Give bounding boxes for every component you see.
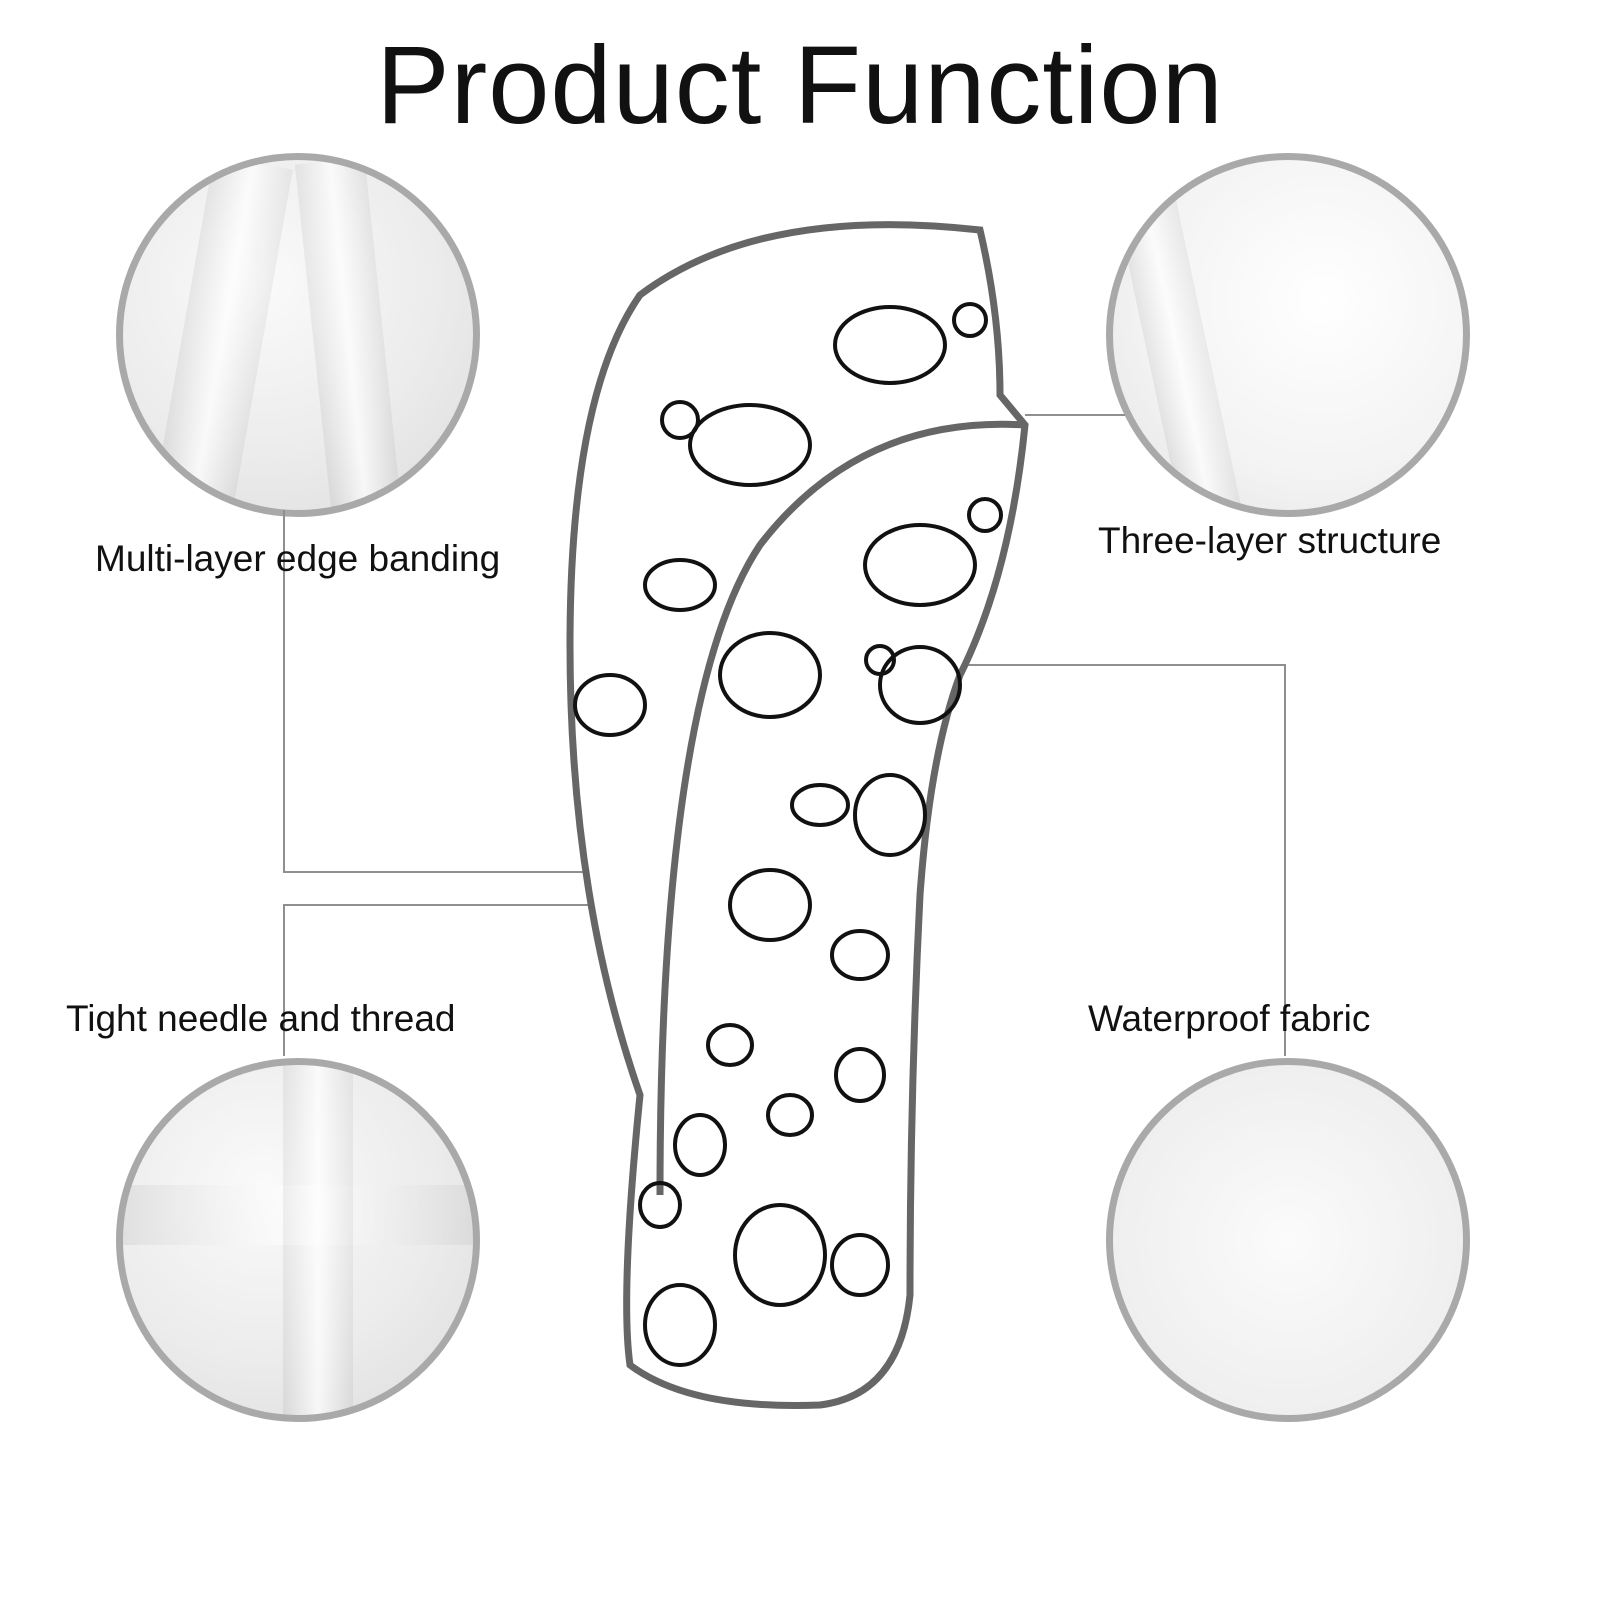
connector-line [960,664,1286,666]
golf-headcover-image [566,221,1029,1409]
connector-line [283,904,285,1056]
detail-image-three-layer [1106,153,1470,517]
detail-image-waterproof [1106,1058,1470,1422]
feature-label-waterproof: Waterproof fabric [1088,998,1371,1039]
detail-image-edge-banding [116,153,480,517]
feature-label-three-layer: Three-layer structure [1098,520,1442,561]
connector-line [283,510,285,873]
feature-label-edge-banding: Multi-layer edge banding [95,538,501,579]
feature-label-stitching: Tight needle and thread [66,998,456,1039]
connector-line [283,871,593,873]
connector-line [1284,664,1286,1056]
page-title: Product Function [376,24,1224,147]
connector-line [1025,414,1125,416]
connector-line [283,904,593,906]
detail-image-stitching [116,1058,480,1422]
